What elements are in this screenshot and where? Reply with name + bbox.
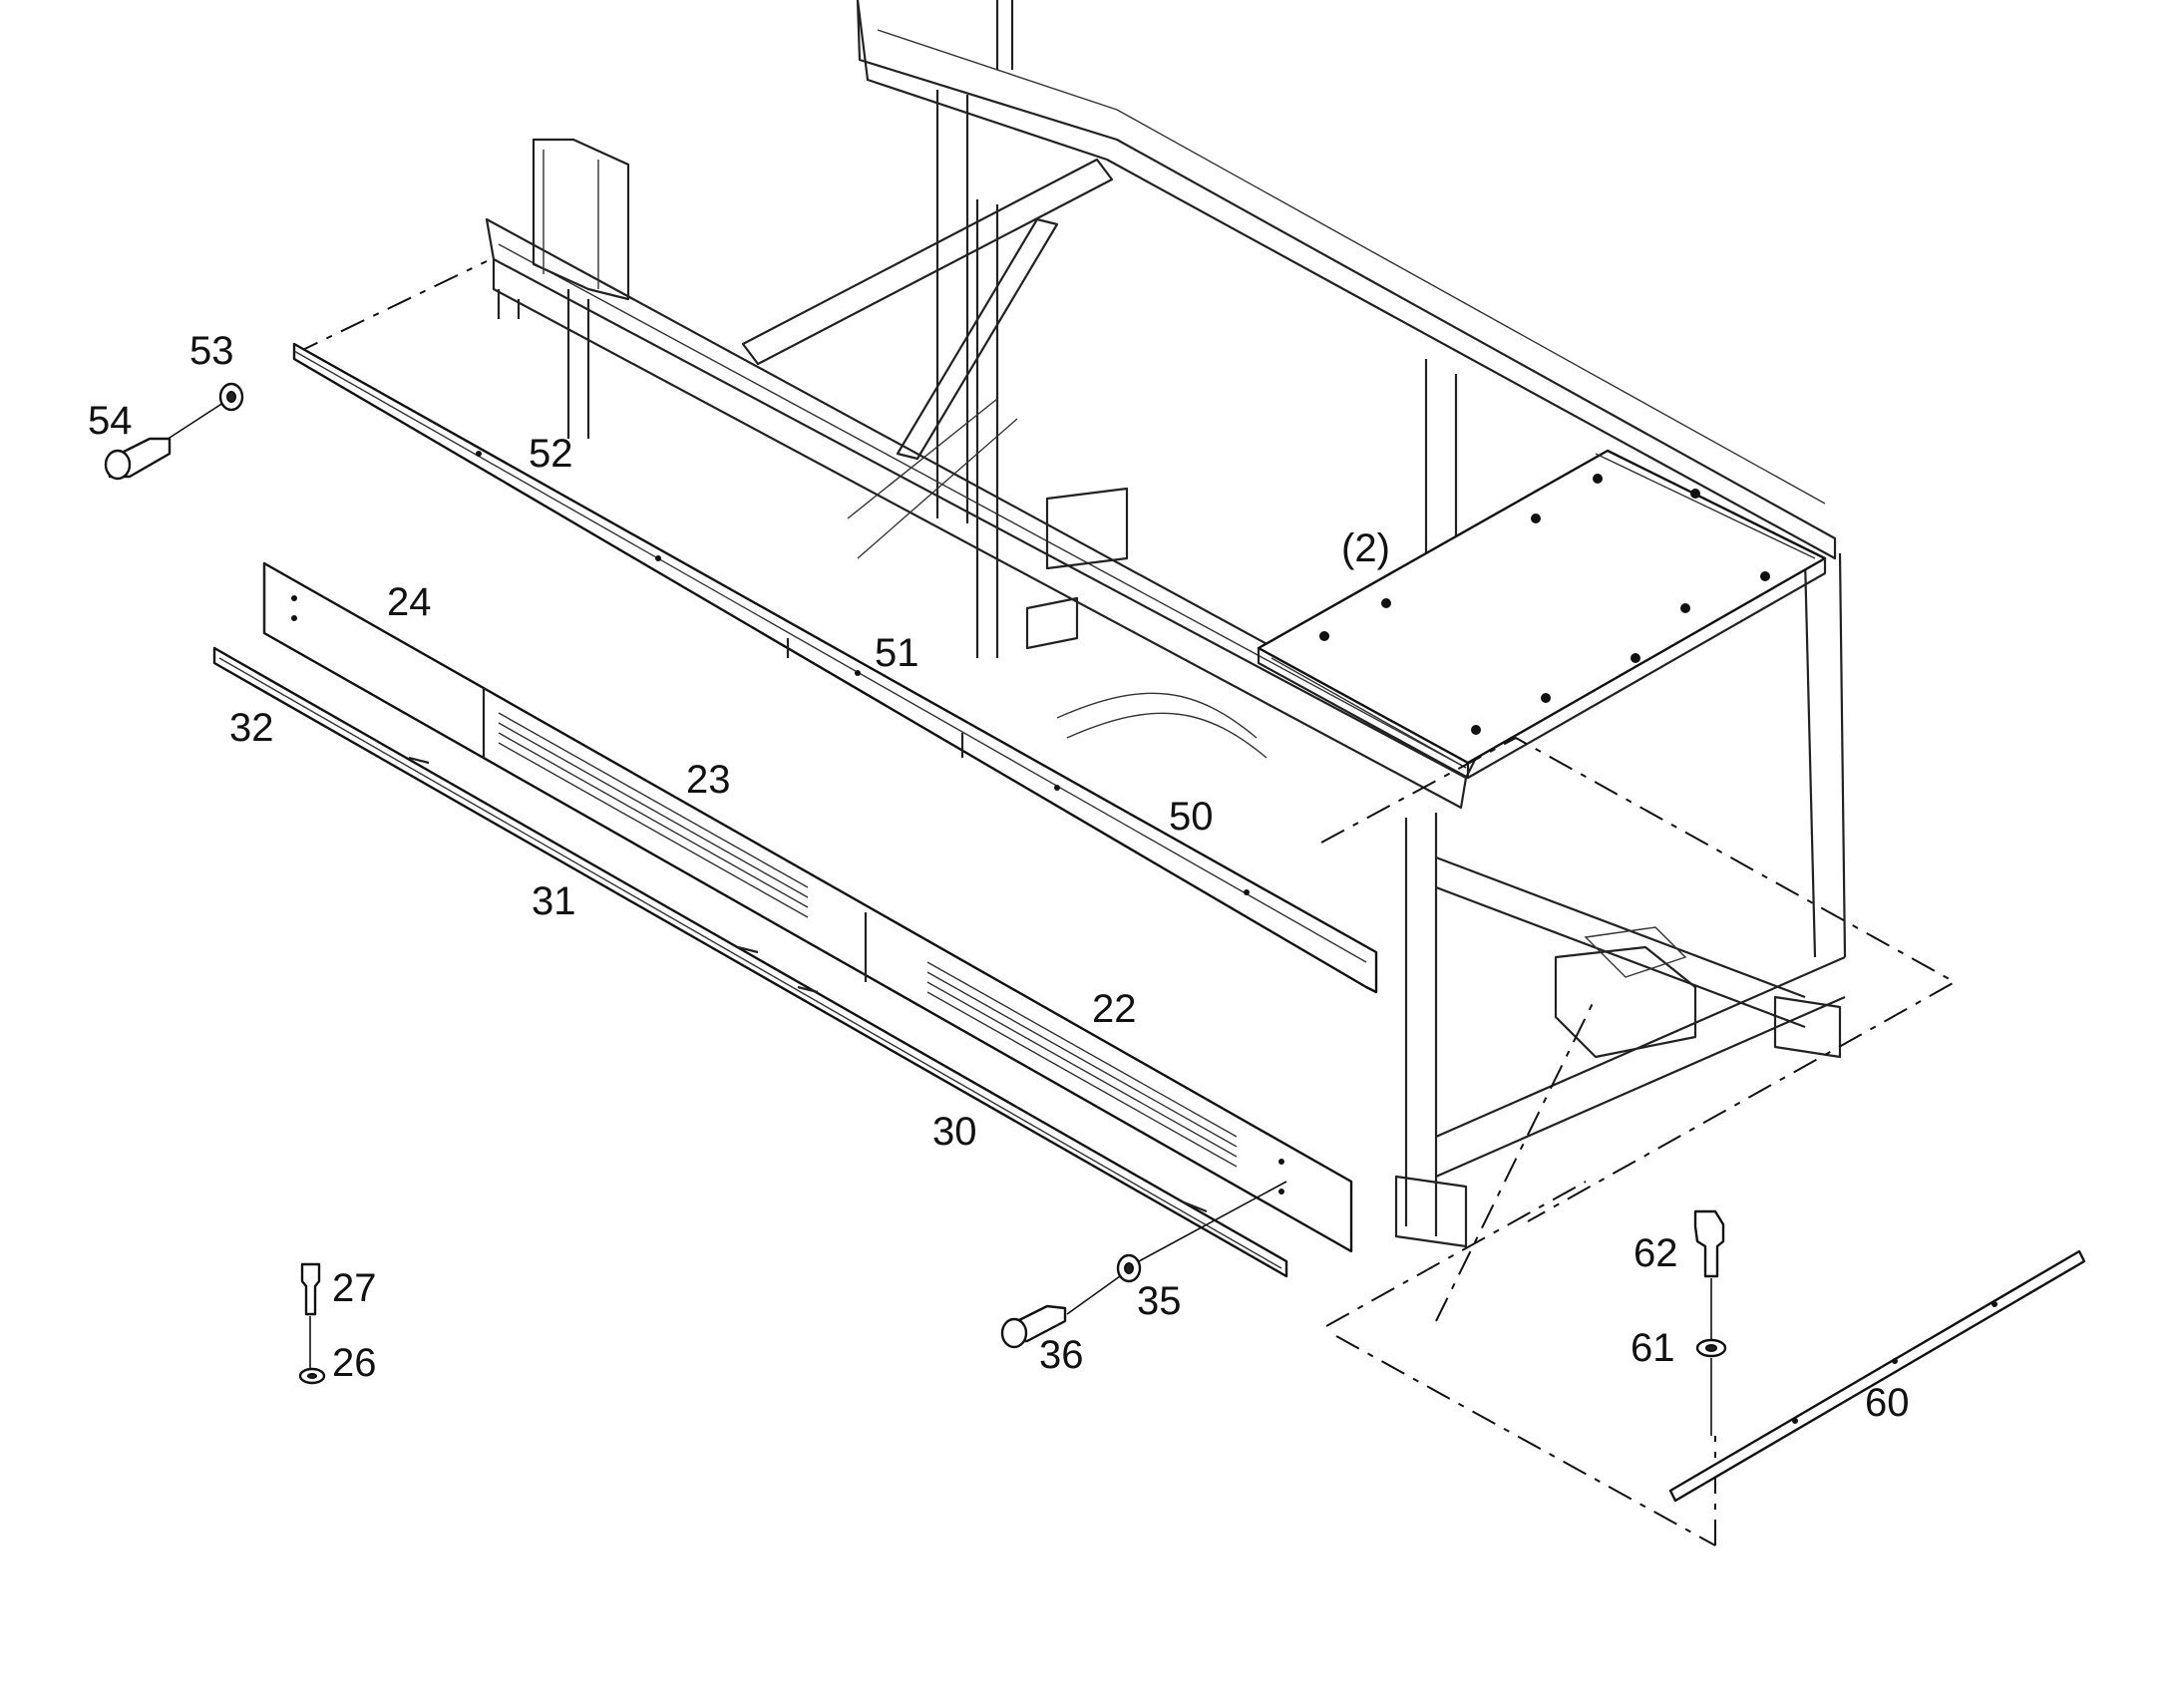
bolt-icon <box>300 1262 321 1371</box>
callout-54: 54 <box>88 399 133 443</box>
callout-2: (2) <box>1341 526 1390 570</box>
callout-51: 51 <box>875 631 919 675</box>
callout-61: 61 <box>1631 1326 1675 1370</box>
callout-62: 62 <box>1634 1231 1678 1275</box>
callout-22: 22 <box>1092 987 1137 1031</box>
part-32-31-30-bottom-rail <box>212 646 1288 1278</box>
callout-24: 24 <box>387 580 432 624</box>
part-60-rail <box>1668 1249 2086 1503</box>
callout-36: 36 <box>1039 1333 1084 1377</box>
machine-frame <box>485 0 1847 1248</box>
bolt-icon <box>104 398 230 481</box>
callout-23: 23 <box>686 758 731 802</box>
callout-52: 52 <box>529 432 573 476</box>
washer-icon <box>1116 1181 1287 1283</box>
bolt-icon <box>1693 1209 1725 1341</box>
callout-labels: 54 53 52 24 32 51 23 (2) 50 31 22 30 27 … <box>88 329 1910 1425</box>
callout-30: 30 <box>932 1110 977 1154</box>
bolt-icon <box>1000 1270 1128 1349</box>
part-24-23-22-side-panel <box>262 561 1353 1253</box>
callout-27: 27 <box>332 1266 377 1310</box>
callout-32: 32 <box>229 706 274 750</box>
washer-icon <box>218 382 244 412</box>
assembly-dash-lines <box>293 260 1958 1546</box>
part-52-rail <box>292 342 1378 994</box>
callout-35: 35 <box>1137 1279 1182 1323</box>
washer-icon <box>298 1367 326 1385</box>
washer-icon <box>1695 1338 1727 1436</box>
callout-31: 31 <box>532 879 576 923</box>
callout-50: 50 <box>1169 795 1214 839</box>
callout-26: 26 <box>332 1341 377 1385</box>
callout-53: 53 <box>189 329 234 373</box>
callout-60: 60 <box>1865 1381 1910 1425</box>
